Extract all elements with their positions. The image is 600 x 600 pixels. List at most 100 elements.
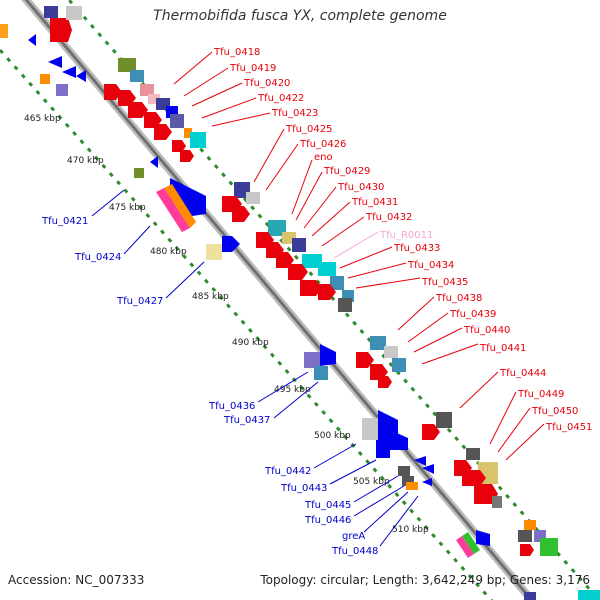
gene-label: Tfu_0420 xyxy=(243,78,290,89)
forward-gene-labels: Tfu_0418 Tfu_0419 Tfu_0420 Tfu_0422 Tfu_… xyxy=(173,47,592,461)
kbp-tick-label: 480 kbp xyxy=(150,247,187,257)
gene-arrow-red xyxy=(50,18,72,42)
leader-line xyxy=(333,231,379,259)
gene-block-navy xyxy=(170,114,184,128)
gene-label: Tfu_0431 xyxy=(351,197,398,208)
leader-line xyxy=(363,491,409,533)
gene-label-group: Tfu_0420 xyxy=(191,78,290,107)
gene-label: Tfu_0418 xyxy=(213,47,260,58)
gene-label: Tfu_0444 xyxy=(499,368,546,379)
gene-arrow-blue xyxy=(320,344,336,366)
gene-label: Tfu_0427 xyxy=(116,296,163,307)
leader-line xyxy=(407,312,449,343)
gene-label: Tfu_0448 xyxy=(331,546,378,557)
inner-dotted-track xyxy=(0,49,494,600)
gene-arrow-red xyxy=(300,280,322,296)
leader-line xyxy=(353,475,399,503)
gene-block-orange xyxy=(406,482,418,490)
gene-label: Tfu_0443 xyxy=(280,483,327,494)
gene-block-grey xyxy=(402,476,414,486)
gene-block-pink xyxy=(148,94,160,104)
gene-label-group: Tfu_0449 xyxy=(489,389,564,445)
gene-label: Tfu_0426 xyxy=(299,139,346,150)
kbp-tick-label: 470 kbp xyxy=(67,156,104,166)
kbp-tick-label: 465 kbp xyxy=(24,114,61,124)
leader-line xyxy=(273,381,319,419)
gene-label-group: Tfu_0421 xyxy=(41,189,125,227)
leader-line xyxy=(505,423,545,461)
leader-line xyxy=(295,171,323,221)
gene-label-group: Tfu_0438 xyxy=(397,293,482,331)
leader-line xyxy=(173,51,213,85)
kbp-tick-label: 505 kbp xyxy=(353,477,390,487)
accession-text: Accession: NC_007333 xyxy=(8,573,145,587)
leader-line xyxy=(291,159,313,215)
leader-line xyxy=(347,262,407,279)
gene-label-group: Tfu_0439 xyxy=(407,309,496,343)
gene-arrow-red xyxy=(180,150,194,162)
gene-block-grey xyxy=(246,192,260,204)
gene-block-grey xyxy=(398,466,410,476)
leader-line xyxy=(355,277,421,289)
gene-label-group: Tfu_0434 xyxy=(347,260,454,279)
leader-line xyxy=(413,327,463,353)
gene-label-group: Tfu_0448 xyxy=(331,495,419,557)
reverse-gene-labels: Tfu_0421 Tfu_0424 Tfu_0427 Tfu_0436 Tfu_… xyxy=(41,189,419,557)
gene-block-cyan xyxy=(190,132,206,148)
kbp-tick-label: 475 kbp xyxy=(109,203,146,213)
gene-label-group: Tfu_0444 xyxy=(459,368,546,409)
gene-block-grey xyxy=(384,346,398,358)
gene-block-multicolor xyxy=(462,532,480,554)
gene-arrow-blue xyxy=(414,456,426,466)
leader-line xyxy=(123,225,151,255)
gene-block-olive xyxy=(134,168,144,178)
leader-line xyxy=(303,186,337,229)
leader-line xyxy=(353,485,405,517)
gene-block-purple xyxy=(56,84,68,96)
gene-label-group: Tfu_0451 xyxy=(505,422,592,461)
gene-block-teal xyxy=(370,336,386,350)
kbp-scale: 465 kbp 470 kbp 475 kbp 480 kbp 485 kbp … xyxy=(24,114,429,535)
gene-label-group: Tfu_0419 xyxy=(183,63,276,97)
gene-label-group: Tfu_0425 xyxy=(253,124,332,183)
gene-label: Tfu_0433 xyxy=(393,243,440,254)
gene-block-grey xyxy=(466,448,480,460)
forward-strand-genes xyxy=(44,6,600,600)
gene-block-orange xyxy=(184,128,192,138)
gene-label: Tfu_0421 xyxy=(41,216,88,227)
gene-label-group: Tfu_0422 xyxy=(201,93,304,119)
gene-label: Tfu_0434 xyxy=(407,260,454,271)
gene-label-group: Tfu_0442 xyxy=(264,443,357,477)
gene-label: Tfu_0440 xyxy=(463,325,510,336)
gene-block-blue xyxy=(376,440,390,458)
gene-label-group: Tfu_R0011 xyxy=(333,230,433,259)
kbp-tick-label: 490 kbp xyxy=(232,338,269,348)
gene-label-group: Tfu_0432 xyxy=(321,212,412,247)
leader-line xyxy=(265,143,299,191)
gene-label: Tfu_0436 xyxy=(208,401,255,412)
gene-label-group: greA xyxy=(342,491,409,542)
gene-arrow-blue xyxy=(476,530,490,546)
leader-line xyxy=(397,296,435,331)
gene-arrow-blue xyxy=(422,478,432,486)
gene-label-group: Tfu_0433 xyxy=(339,243,440,269)
gene-arrow-blue xyxy=(222,236,240,252)
leader-line xyxy=(311,201,351,237)
gene-label-group: Tfu_0440 xyxy=(413,325,510,353)
genome-summary-text: Topology: circular; Length: 3,642,249 bp… xyxy=(260,573,590,587)
gene-block-teal xyxy=(314,366,328,380)
gene-label: greA xyxy=(342,531,365,542)
gene-label: Tfu_0432 xyxy=(365,212,412,223)
gene-block-pink xyxy=(156,188,190,232)
leader-line xyxy=(191,82,243,107)
gene-label: Tfu_0425 xyxy=(285,124,332,135)
gene-block-grey xyxy=(518,530,532,542)
gene-label: Tfu_0419 xyxy=(229,63,276,74)
gene-label-group: Tfu_0445 xyxy=(304,475,399,511)
gene-label: Tfu_0439 xyxy=(449,309,496,320)
gene-arrow-red xyxy=(104,84,122,100)
gene-arrow-red xyxy=(318,284,336,300)
gene-label: Tfu_0429 xyxy=(323,166,370,177)
leader-line xyxy=(421,343,479,365)
